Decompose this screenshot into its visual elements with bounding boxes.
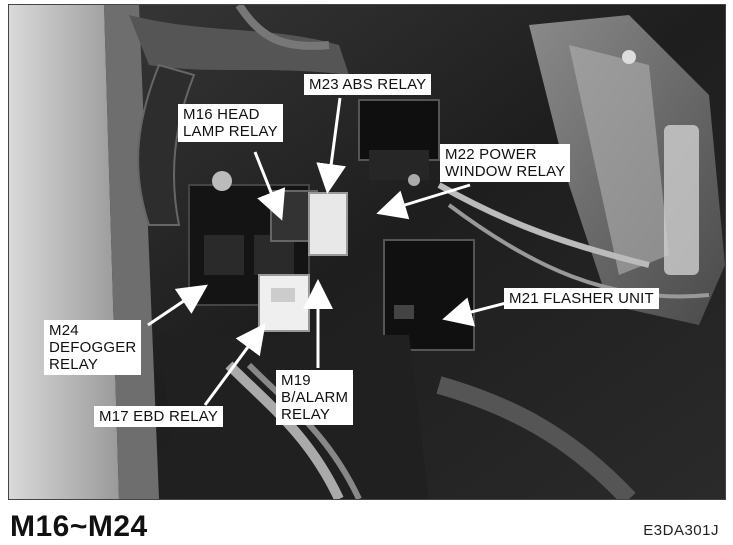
label-m17-ebd-relay: M17 EBD RELAY bbox=[94, 406, 224, 427]
figure-code: E3DA301J bbox=[643, 522, 719, 539]
label-m24-defogger-relay: M24 DEFOGGER RELAY bbox=[44, 320, 142, 375]
figure-title: M16~M24 bbox=[10, 510, 148, 543]
label-m19-b-alarm-relay: M19 B/ALARM RELAY bbox=[276, 370, 354, 425]
label-m22-power-window-relay: M22 POWER WINDOW RELAY bbox=[440, 144, 571, 182]
label-m16-head-lamp-relay: M16 HEAD LAMP RELAY bbox=[178, 104, 283, 142]
label-m23-abs-relay: M23 ABS RELAY bbox=[304, 74, 432, 95]
label-m21-flasher-unit: M21 FLASHER UNIT bbox=[504, 288, 659, 309]
